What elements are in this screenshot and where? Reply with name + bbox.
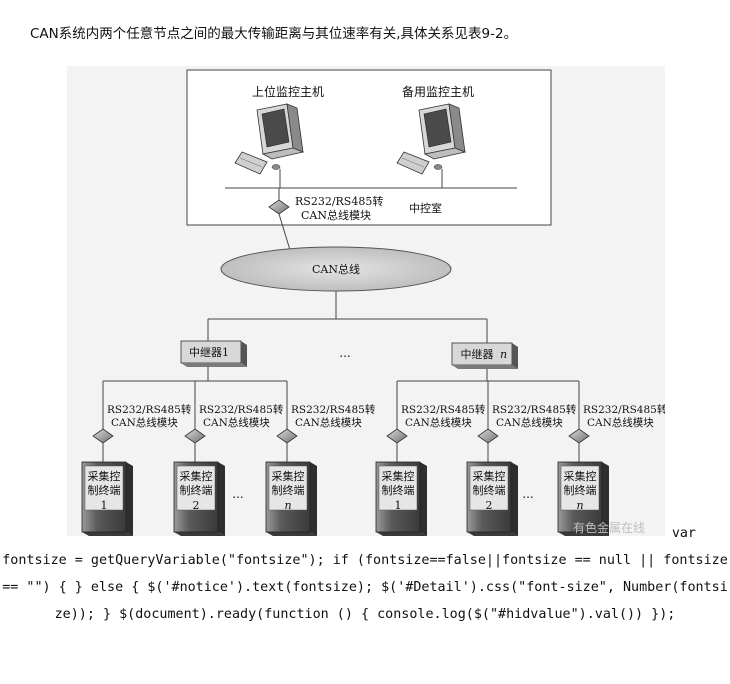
repeater-n: 中继器 n (451, 342, 518, 369)
terminal-id: 2 (486, 499, 493, 512)
branch-module-label-1: RS232/RS485转 (401, 403, 486, 416)
terminal-side (602, 462, 609, 536)
left-terminal-ellipsis: ... (232, 487, 243, 501)
branch-module-label-2: CAN总线模块 (405, 416, 472, 429)
repeater-1: 中继器1 (180, 340, 247, 367)
code-text-block: var fontsize = getQueryVariable("fontsiz… (0, 520, 730, 628)
terminal-id: n (284, 499, 291, 512)
terminal-branches: RS232/RS485转CAN总线模块采集控制终端1RS232/RS485转CA… (81, 403, 668, 536)
terminal-label-1: 采集控 (180, 469, 213, 483)
terminal-label-1: 采集控 (473, 469, 506, 483)
terminal-base (266, 532, 317, 536)
terminal-label-panel (84, 465, 124, 511)
terminal-label-1: 采集控 (382, 469, 415, 483)
terminal-side (310, 462, 317, 536)
terminal-base (558, 532, 609, 536)
terminal-label-1: 采集控 (88, 469, 121, 483)
upper-host-computer-icon (234, 103, 305, 175)
terminal-id: n (576, 499, 583, 512)
upper-host-label: 上位监控主机 (252, 84, 324, 99)
branch-module-label-2: CAN总线模块 (295, 416, 362, 429)
control-room-converter-label-1: RS232/RS485转 (295, 194, 383, 208)
code-text: fontsize = getQueryVariable("fontsize");… (2, 553, 728, 622)
terminal-id: 2 (193, 499, 200, 512)
terminal-label-2: 制终端 (473, 483, 506, 497)
terminal-id: 1 (395, 499, 402, 512)
can-bus-label: CAN总线 (312, 262, 360, 276)
branch-module-label-2: CAN总线模块 (496, 416, 563, 429)
intro-paragraph: CAN系统内两个任意节点之间的最大传输距离与其位速率有关,具体关系见表9-2。 (30, 26, 518, 42)
terminal-label-2: 制终端 (272, 483, 305, 497)
right-terminal-ellipsis: ... (522, 487, 533, 501)
terminal-label-1: 采集控 (272, 469, 305, 483)
backup-host-label: 备用监控主机 (402, 85, 474, 99)
can-network-figure: 上位监控主机 备用监控主机 RS232/RS485 (67, 66, 668, 536)
branch-module-label-1: RS232/RS485转 (492, 403, 577, 416)
terminal-base (467, 532, 518, 536)
terminal-base (376, 532, 427, 536)
backup-host-computer-icon (396, 103, 467, 175)
terminal-side (420, 462, 427, 536)
terminal-side (126, 462, 133, 536)
control-room-label: 中控室 (409, 201, 442, 215)
branch-module-label-2: CAN总线模块 (203, 416, 270, 429)
terminal-label-panel (378, 465, 418, 511)
repeater-1-label: 中继器1 (189, 346, 229, 359)
terminal-label-panel (560, 465, 600, 511)
branch-module-label-1: RS232/RS485转 (107, 403, 192, 416)
terminal-side (511, 462, 518, 536)
terminal-label-2: 制终端 (564, 483, 597, 497)
terminal-base (82, 532, 133, 536)
terminal-label-2: 制终端 (88, 483, 121, 497)
terminal-side (218, 462, 225, 536)
can-network-diagram: 上位监控主机 备用监控主机 RS232/RS485 (67, 66, 668, 536)
branch-module-label-1: RS232/RS485转 (199, 403, 284, 416)
repeater-n-label: 中继器 (461, 348, 494, 361)
control-room-box (186, 69, 552, 226)
control-room-converter-label-2: CAN总线模块 (301, 208, 371, 222)
terminal-label-panel (176, 465, 216, 511)
terminal-base (174, 532, 225, 536)
terminal-label-1: 采集控 (564, 469, 597, 483)
branch-module-label-1: RS232/RS485转 (291, 403, 376, 416)
branch-module-label-2: CAN总线模块 (111, 416, 178, 429)
terminal-label-panel (469, 465, 509, 511)
code-text-lead: var (671, 526, 696, 541)
repeater-ellipsis: ... (339, 346, 350, 360)
terminal-label-2: 制终端 (382, 483, 415, 497)
watermark-text: 有色金属在线 (573, 520, 645, 535)
branch-module-label-2: CAN总线模块 (587, 416, 654, 429)
terminal-label-panel (268, 465, 308, 511)
repeater-n-index: n (500, 348, 507, 361)
terminal-id: 1 (101, 499, 108, 512)
terminal-label-2: 制终端 (180, 483, 213, 497)
branch-module-label-1: RS232/RS485转 (583, 403, 665, 416)
